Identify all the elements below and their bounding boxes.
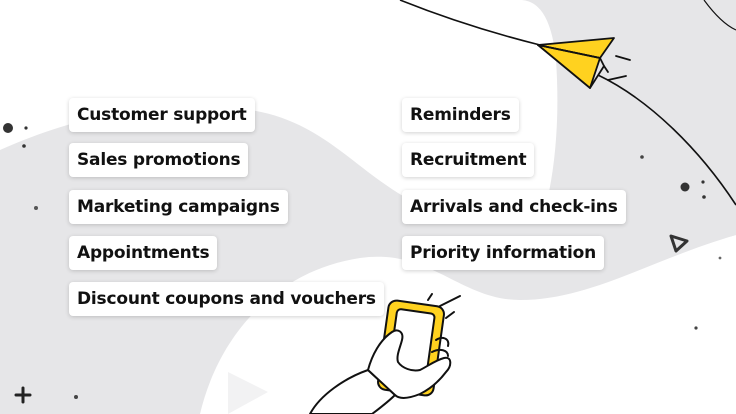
- dot-decoration: [640, 155, 644, 159]
- dot-decoration: [74, 395, 78, 399]
- dot-decoration: [3, 123, 13, 133]
- dot-decoration: [34, 206, 38, 210]
- tag-arrivals-checkins: Arrivals and check-ins: [402, 190, 626, 224]
- flight-path-line: [399, 0, 541, 46]
- play-icon: [228, 372, 268, 414]
- dot-decoration: [702, 195, 706, 199]
- tag-priority-information: Priority information: [402, 236, 604, 270]
- triangle-icon: [669, 234, 689, 253]
- dot-decoration: [22, 144, 26, 148]
- dot-decoration: [694, 326, 698, 330]
- plus-icon: [14, 386, 32, 404]
- flight-path-line-right: [703, 0, 736, 31]
- tag-reminders: Reminders: [402, 98, 519, 132]
- tag-discount-coupons: Discount coupons and vouchers: [69, 282, 384, 316]
- dot-decoration: [680, 182, 690, 192]
- flight-path-line-tail: [597, 74, 736, 206]
- tag-marketing-campaigns: Marketing campaigns: [69, 190, 288, 224]
- dot-decoration: [24, 126, 28, 130]
- dot-decoration: [701, 180, 705, 184]
- tag-customer-support: Customer support: [69, 98, 255, 132]
- tag-appointments: Appointments: [69, 236, 218, 270]
- dot-decoration: [718, 256, 722, 260]
- tag-sales-promotions: Sales promotions: [69, 143, 249, 177]
- tag-recruitment: Recruitment: [402, 143, 535, 177]
